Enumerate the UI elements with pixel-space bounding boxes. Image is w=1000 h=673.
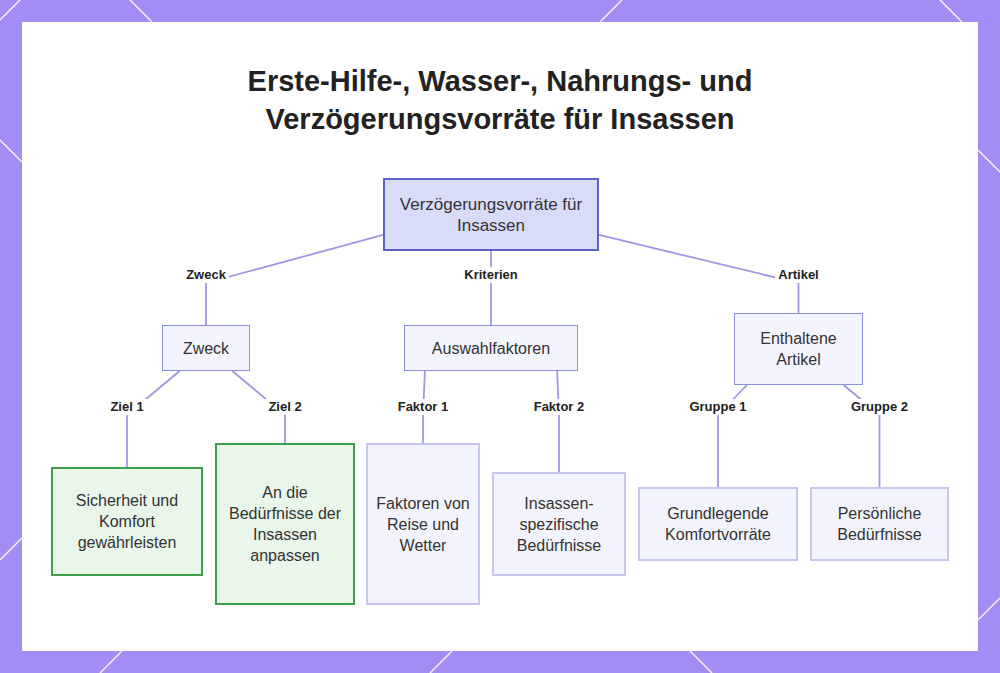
- node-text-group: Sicherheit und Komfort gewährleisten: [61, 490, 193, 553]
- node-label: Sicherheit und Komfort gewährleisten: [61, 490, 193, 553]
- edge-label: Gruppe 2: [848, 399, 911, 415]
- edge-label: Gruppe 1: [686, 399, 749, 415]
- edge-label: Zweck: [183, 267, 229, 283]
- process-box: Enthaltene Artikel: [734, 313, 863, 385]
- connector-line: [557, 371, 559, 472]
- node-text-group: Faktoren von Reise und Wetter: [376, 493, 470, 556]
- process-box: Persönliche Bedürfnisse: [810, 487, 949, 561]
- process-box: An die Bedürfnisse der Insassen anpassen: [215, 443, 355, 605]
- node-label: Persönliche Bedürfnisse: [820, 503, 939, 545]
- process-box: Auswahlfaktoren: [404, 325, 578, 371]
- connector-line: [206, 235, 383, 325]
- connector-line: [127, 371, 180, 467]
- node-text-group: An die Bedürfnisse der Insassen anpassen: [225, 482, 345, 566]
- node-text-group: Enthaltene Artikel: [743, 328, 854, 370]
- node-text-group: Verzögerungsvorräte für Insassen: [393, 194, 589, 236]
- node-text-group: Insassen-spezifische Bedürfnisse: [502, 493, 616, 556]
- node-label: Grundlegende Komfortvorräte: [648, 503, 788, 545]
- process-box: Zweck: [162, 325, 250, 371]
- process-box: Sicherheit und Komfort gewährleisten: [51, 467, 203, 576]
- node-text-group: Auswahlfaktoren: [432, 338, 550, 359]
- edge-label: Kriterien: [461, 267, 520, 283]
- node-label: Verzögerungsvorräte für Insassen: [393, 194, 589, 236]
- node-label: Zweck: [183, 338, 229, 359]
- edge-label: Faktor 2: [531, 399, 588, 415]
- node-text-group: Zweck: [183, 338, 229, 359]
- node-label: Auswahlfaktoren: [432, 338, 550, 359]
- connector-line: [490, 251, 492, 325]
- process-box: Insassen-spezifische Bedürfnisse: [492, 472, 626, 576]
- diagram-title: Erste-Hilfe-, Wasser-, Nahrungs- und Ver…: [0, 62, 1000, 138]
- process-box: Grundlegende Komfortvorräte: [638, 487, 798, 561]
- node-label: Enthaltene Artikel: [743, 328, 854, 370]
- edge-label: Artikel: [775, 267, 821, 283]
- node-label: Insassen-spezifische Bedürfnisse: [502, 493, 616, 556]
- node-label: Faktoren von Reise und Wetter: [376, 493, 470, 556]
- connector-line: [599, 235, 799, 313]
- edge-label: Ziel 2: [265, 399, 304, 415]
- edge-label: Faktor 1: [395, 399, 452, 415]
- node-text-group: Grundlegende Komfortvorräte: [648, 503, 788, 545]
- node-text-group: Persönliche Bedürfnisse: [820, 503, 939, 545]
- process-box: Faktoren von Reise und Wetter: [366, 443, 480, 605]
- edge-label: Ziel 1: [107, 399, 146, 415]
- process-box: Verzögerungsvorräte für Insassen: [383, 178, 599, 251]
- node-label: An die Bedürfnisse der Insassen anpassen: [225, 482, 345, 566]
